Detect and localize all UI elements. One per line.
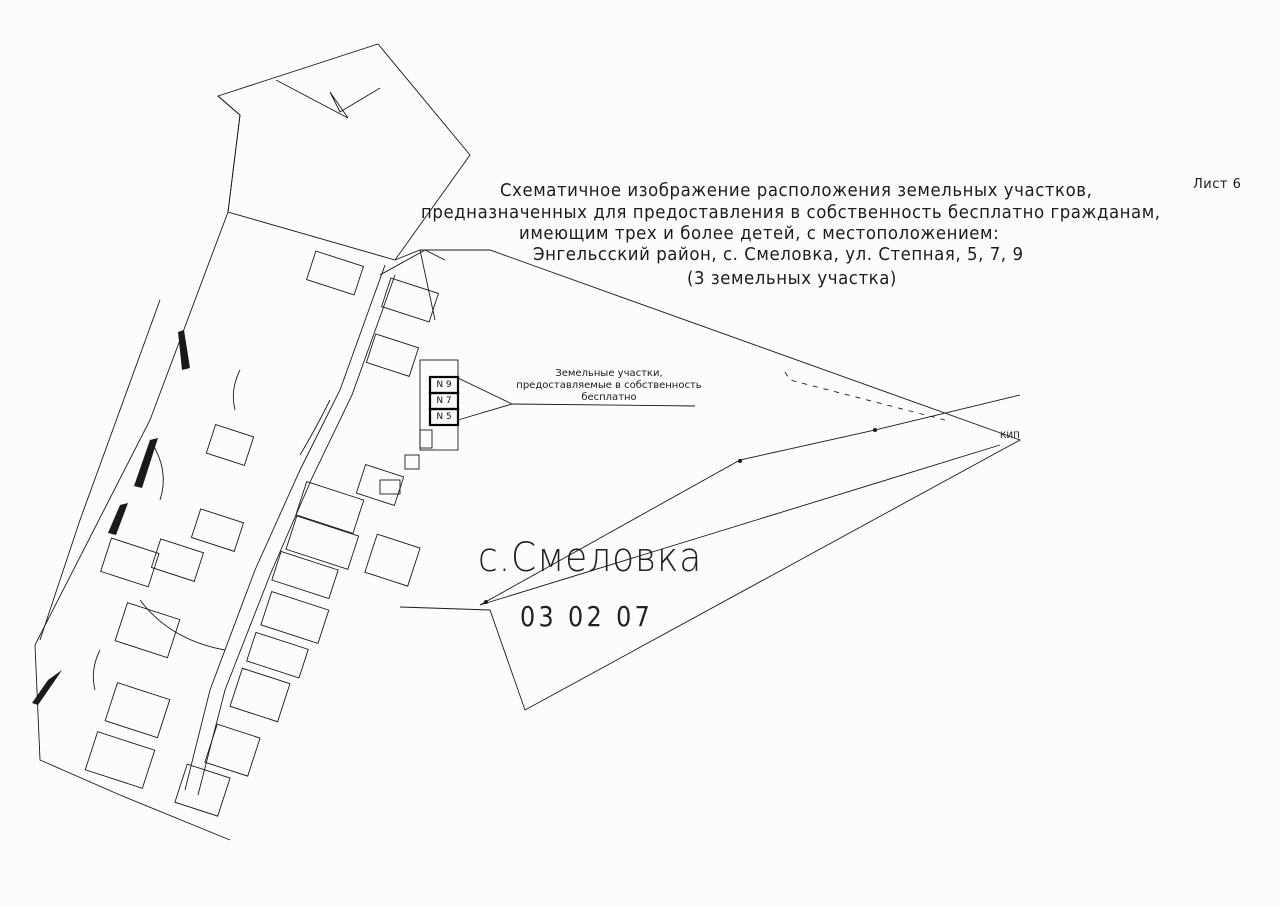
- parcel-block: [295, 480, 365, 534]
- road-fan: [419, 249, 436, 321]
- plot-n5-label: N 5: [436, 412, 452, 422]
- title-line-2: предназначенных для предоставления в соб…: [421, 202, 1161, 223]
- road-fan: [379, 249, 446, 276]
- parcel-block: [260, 590, 330, 644]
- dark-strip: [32, 670, 62, 705]
- parcel-block: [365, 333, 420, 377]
- dark-strip: [178, 330, 190, 370]
- parcel-block: [246, 631, 309, 679]
- parcel-block: [104, 682, 171, 739]
- village-boundary-west: [34, 95, 241, 841]
- parcel-block: [174, 763, 231, 817]
- parcel-block: [271, 550, 339, 600]
- parcel-block: [306, 250, 364, 296]
- title-line-1: Схематичное изображение расположения зем…: [500, 180, 1093, 201]
- plot-n7-label: N 7: [436, 396, 452, 406]
- pipeline: [479, 394, 1021, 606]
- kip-label: КИП: [1000, 431, 1020, 441]
- parcel-block: [150, 538, 205, 582]
- parcel-block: [205, 423, 255, 467]
- annotation-line-2: предоставляемые в собственность: [516, 380, 702, 391]
- ditch: [299, 399, 331, 456]
- annotation-leader: [457, 377, 514, 421]
- title-line-4: Энгельсский район, с. Смеловка, ул. Степ…: [533, 244, 1024, 265]
- parcel-block: [100, 537, 160, 588]
- west-strip: [39, 299, 161, 641]
- ditch: [232, 369, 241, 411]
- annotation-underline: [511, 403, 696, 407]
- dashed-road: [784, 371, 946, 421]
- plots-annotation: Земельные участки, предоставляемые в соб…: [504, 368, 714, 404]
- parcel-block: [84, 731, 156, 789]
- parcel-block: [285, 515, 360, 570]
- ditch: [139, 599, 226, 651]
- parcel-block: [364, 533, 421, 587]
- dark-strip: [134, 438, 158, 488]
- ditch: [92, 649, 101, 691]
- village-boundary-east: [394, 249, 1022, 711]
- annotation-line-3: бесплатно: [581, 392, 637, 403]
- title-line-3: имеющим трех и более детей, с местополож…: [519, 223, 1000, 244]
- title-line-5: (3 земельных участка): [687, 268, 897, 289]
- parcel-block: [381, 277, 439, 323]
- plot-n9-label: N 9: [436, 380, 452, 390]
- annotation-line-1: Земельные участки,: [555, 368, 663, 379]
- sheet-number: Лист 6: [1193, 177, 1242, 192]
- main-road-edge: [197, 274, 396, 796]
- parcel-block: [114, 602, 181, 659]
- parcel-block: [355, 463, 405, 507]
- main-road: [184, 264, 386, 791]
- pipeline-2: [479, 444, 1001, 606]
- cadastral-code: 03 02 07: [520, 600, 654, 633]
- north-parcel: [217, 43, 471, 261]
- village-name: с.Смеловка: [478, 535, 703, 581]
- parcel-block: [190, 508, 245, 552]
- dark-strip: [108, 503, 128, 535]
- parcel-block: [204, 723, 261, 777]
- north-parcel-inner: [275, 79, 381, 119]
- parcel-block: [229, 667, 291, 723]
